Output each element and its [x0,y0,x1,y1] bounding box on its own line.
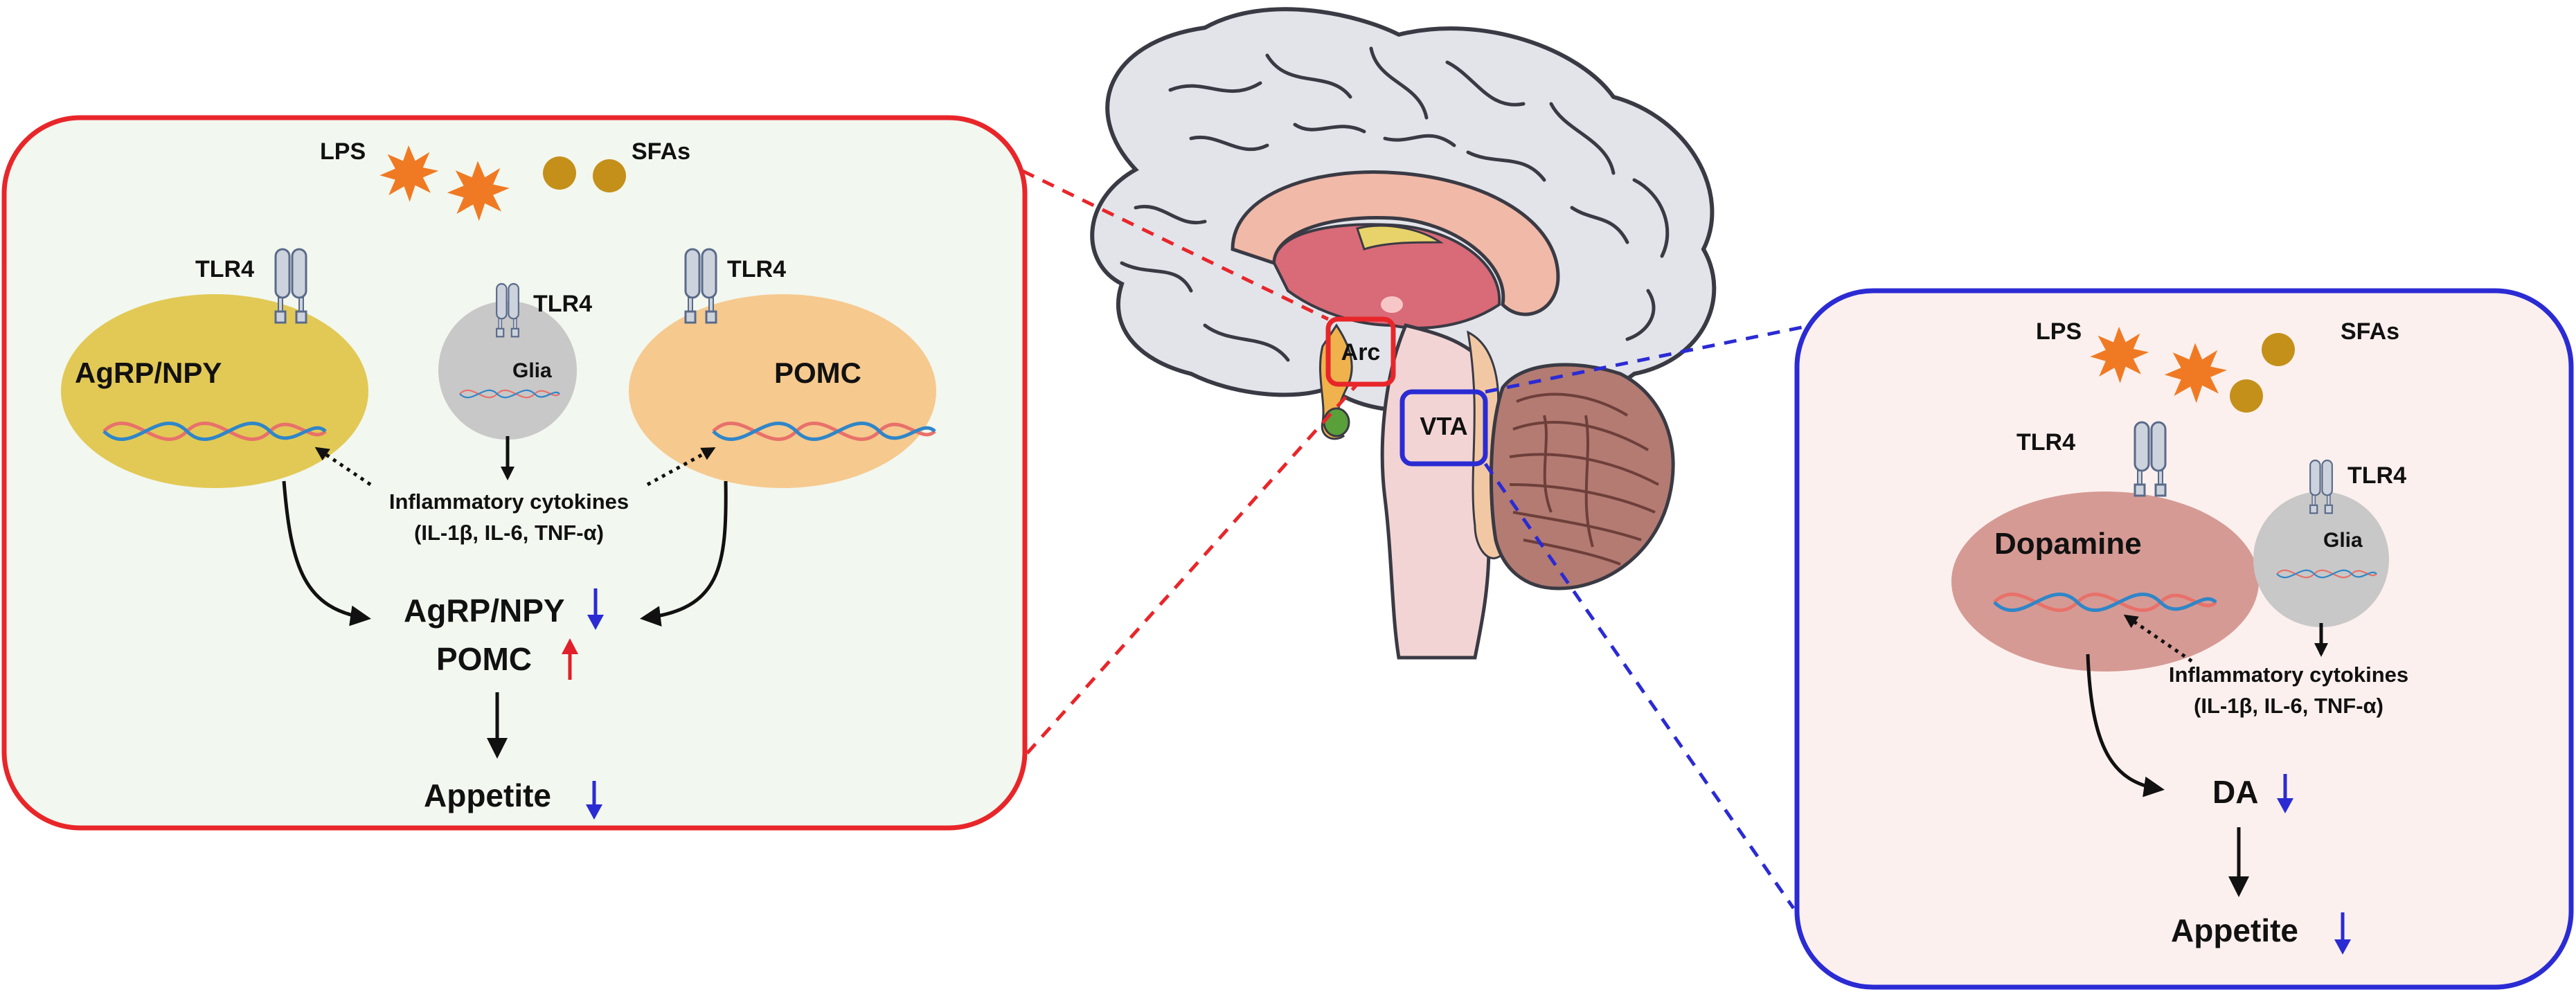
pomc-cell-label: POMC [774,357,861,389]
arc-panel: LPS SFAs AgRP/NPY TLR4 Glia TLR4 POMC TL… [1,115,1028,831]
dopamine-cell [1951,492,2259,671]
arc-frame [1325,316,1396,387]
sfa-circle-icon-2 [593,159,626,192]
agrp-npy-cell-label: AgRP/NPY [75,357,222,389]
glia-cell-right [2253,492,2389,627]
glia-cell [438,301,577,440]
pomc-output-arrow [640,480,728,627]
tlr4-label-pomc: TLR4 [727,256,786,282]
pomc-cell [629,294,936,488]
cytokines-list: (IL-1β, IL-6, TNF-α) [414,521,604,545]
arc-label: Arc [1341,339,1381,366]
vta-panel: LPS SFAs Dopamine TLR4 Glia TLR4 Inflamm… [1794,288,2574,990]
sfa-circle-icon [543,156,576,190]
brain-illustration [1090,7,1717,660]
pomc-result: POMC [436,641,532,677]
vta-label: VTA [1420,412,1467,440]
tlr4-label-glia-right: TLR4 [2347,462,2406,489]
appetite-label-right: Appetite [2171,912,2298,948]
connector-lines [1001,159,1812,910]
appetite-down-arrow-icon-right [2334,912,2351,955]
glia-label: Glia [512,359,552,382]
sfas-label-right: SFAs [2341,318,2399,345]
vta-frame [1399,389,1488,467]
da-down-arrow-icon [2277,774,2293,813]
glia-label-right: Glia [2323,529,2363,552]
appetite-down-arrow-icon [586,781,602,820]
agrp-output-arrow [282,480,371,626]
agrp-npy-result: AgRP/NPY [404,593,565,629]
lps-label-right: LPS [2036,318,2082,345]
up-arrow-icon [562,638,578,680]
cytokine-to-agrp-arrow [314,447,372,487]
appetite-label: Appetite [424,777,551,813]
sfas-label: SFAs [632,138,690,165]
dopamine-cell-label: Dopamine [1994,527,2142,561]
down-arrow-icon [587,588,604,630]
tlr4-label-dopamine: TLR4 [2016,429,2075,456]
tlr4-label-glia: TLR4 [533,291,592,317]
lps-label: LPS [320,138,366,165]
dopamine-output-arrow [2086,653,2165,797]
da-result: DA [2212,774,2258,810]
sfa-circle-icon-right-2 [2230,379,2263,413]
sfa-circle-icon-right [2262,333,2295,366]
agrp-npy-cell [61,294,368,488]
tlr4-label-agrp: TLR4 [195,256,254,282]
cytokines-list-right: (IL-1β, IL-6, TNF-α) [2194,694,2383,718]
cytokines-title: Inflammatory cytokines [389,489,629,514]
cytokines-title-right: Inflammatory cytokines [2169,662,2408,687]
